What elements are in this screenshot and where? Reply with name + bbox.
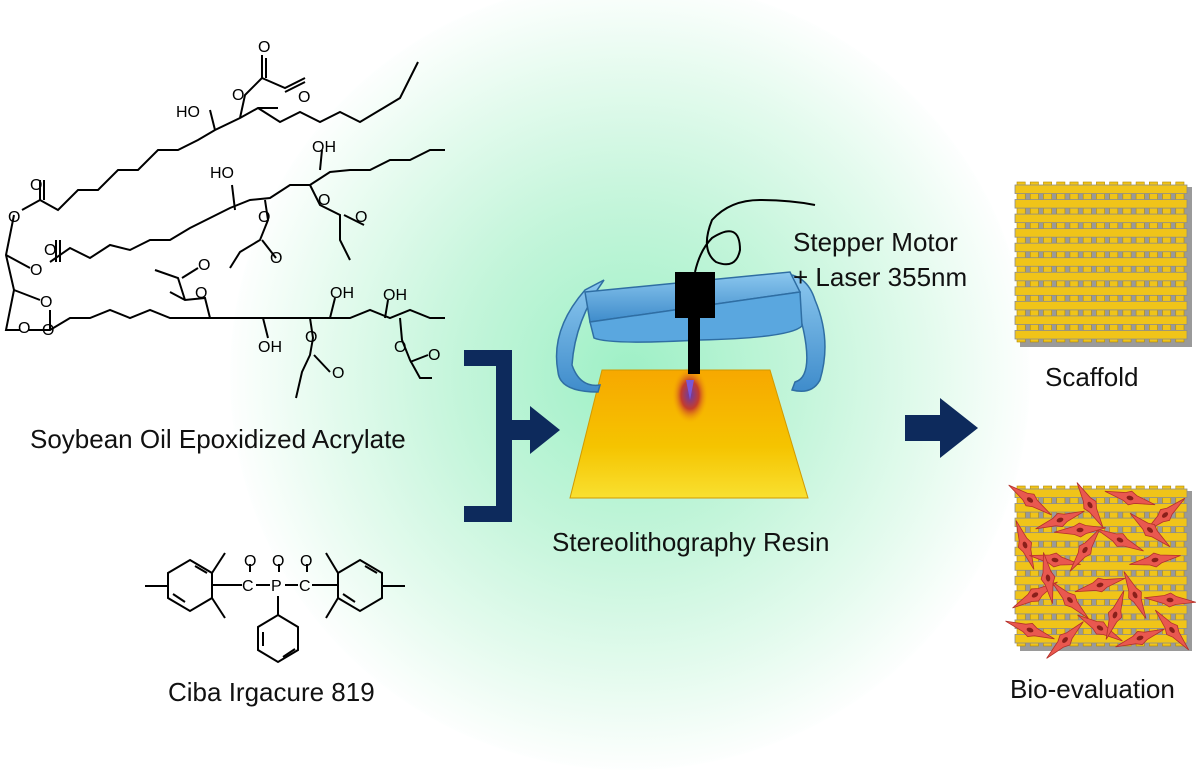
atom-label: O [18,320,30,337]
cell-nucleus [1056,517,1064,523]
atom-label: HO [176,104,200,121]
atom-label: O [44,242,56,259]
cell-nucleus [1096,625,1104,631]
bioevaluation-label: Bio-evaluation [1010,674,1175,704]
atom-label: O [298,89,310,106]
atom-label: OH [330,285,354,302]
atom-label: O [332,365,344,382]
scaffold-label: Scaffold [1045,362,1139,392]
atom-label: O [258,39,270,56]
irgacure-819-structure: C O P O C O [145,552,405,664]
cell-nucleus [1126,495,1134,501]
atom-label: C [242,578,254,595]
atom-label: O [428,347,440,364]
cell-nucleus [1166,597,1174,603]
atom-label: HO [210,165,234,182]
cell-nucleus [1112,611,1118,619]
soybean-oil-structure: HO O O O O O HO OH O O O O O O O O O O O… [4,39,445,399]
atom-label: O [30,262,42,279]
cell-nucleus [1169,626,1175,634]
cell-nucleus [1151,557,1159,563]
atom-label: O [40,294,52,311]
process-graphics [464,181,1197,659]
atom-label: O [244,553,256,570]
cell-nucleus [1161,512,1169,518]
atom-label: OH [383,287,407,304]
lattice-scaffold-icon [1014,181,1192,347]
atom-label: O [232,87,244,104]
cell-nucleus [1022,541,1028,549]
atom-label: O [198,257,210,274]
atom-label: O [42,322,54,339]
cell-nucleus [1146,527,1154,533]
atom-label: OH [258,339,282,356]
atom-label: P [271,578,282,595]
atom-label: O [30,177,42,194]
output-arrow [905,398,978,458]
atom-label: O [394,339,406,356]
cell-nucleus [1087,501,1093,509]
cell-nucleus [1136,635,1144,641]
atom-label: O [8,209,20,226]
resin-label: Stereolithography Resin [552,527,830,557]
cell-nucleus [1096,582,1104,588]
atom-label: OH [312,139,336,156]
cell-seeded-scaffold-icon [1005,482,1197,659]
cell-nucleus [1076,527,1084,533]
atom-label: C [299,578,311,595]
cell-nucleus [1026,497,1034,503]
cell-nucleus [1026,627,1034,633]
atom-label: O [272,553,284,570]
atom-label: O [318,192,330,209]
atom-label: O [195,285,207,302]
atom-label: O [258,209,270,226]
cell-nucleus [1067,597,1073,603]
motor-label-line2: + Laser 355nm [793,262,968,292]
cell-nucleus [1051,557,1059,563]
cell-nucleus [1082,546,1088,554]
atom-label: O [300,553,312,570]
atom-label: O [305,329,317,346]
cell-nucleus [1116,537,1124,543]
chemical-structures: HO O O O O O HO OH O O O O O O O O O O O… [4,39,445,664]
cell-nucleus [1062,637,1068,643]
cell-nucleus [1031,592,1039,598]
cell-nucleus [1132,591,1138,599]
motor-label-line1: Stepper Motor [793,227,958,257]
combine-bracket-arrow [464,350,560,522]
cell-nucleus [1045,574,1051,582]
sla-printer-illustration [555,198,826,499]
soybean-oil-label: Soybean Oil Epoxidized Acrylate [30,424,406,454]
irgacure-label: Ciba Irgacure 819 [168,677,375,707]
atom-label: O [355,209,367,226]
atom-label: O [270,250,282,267]
